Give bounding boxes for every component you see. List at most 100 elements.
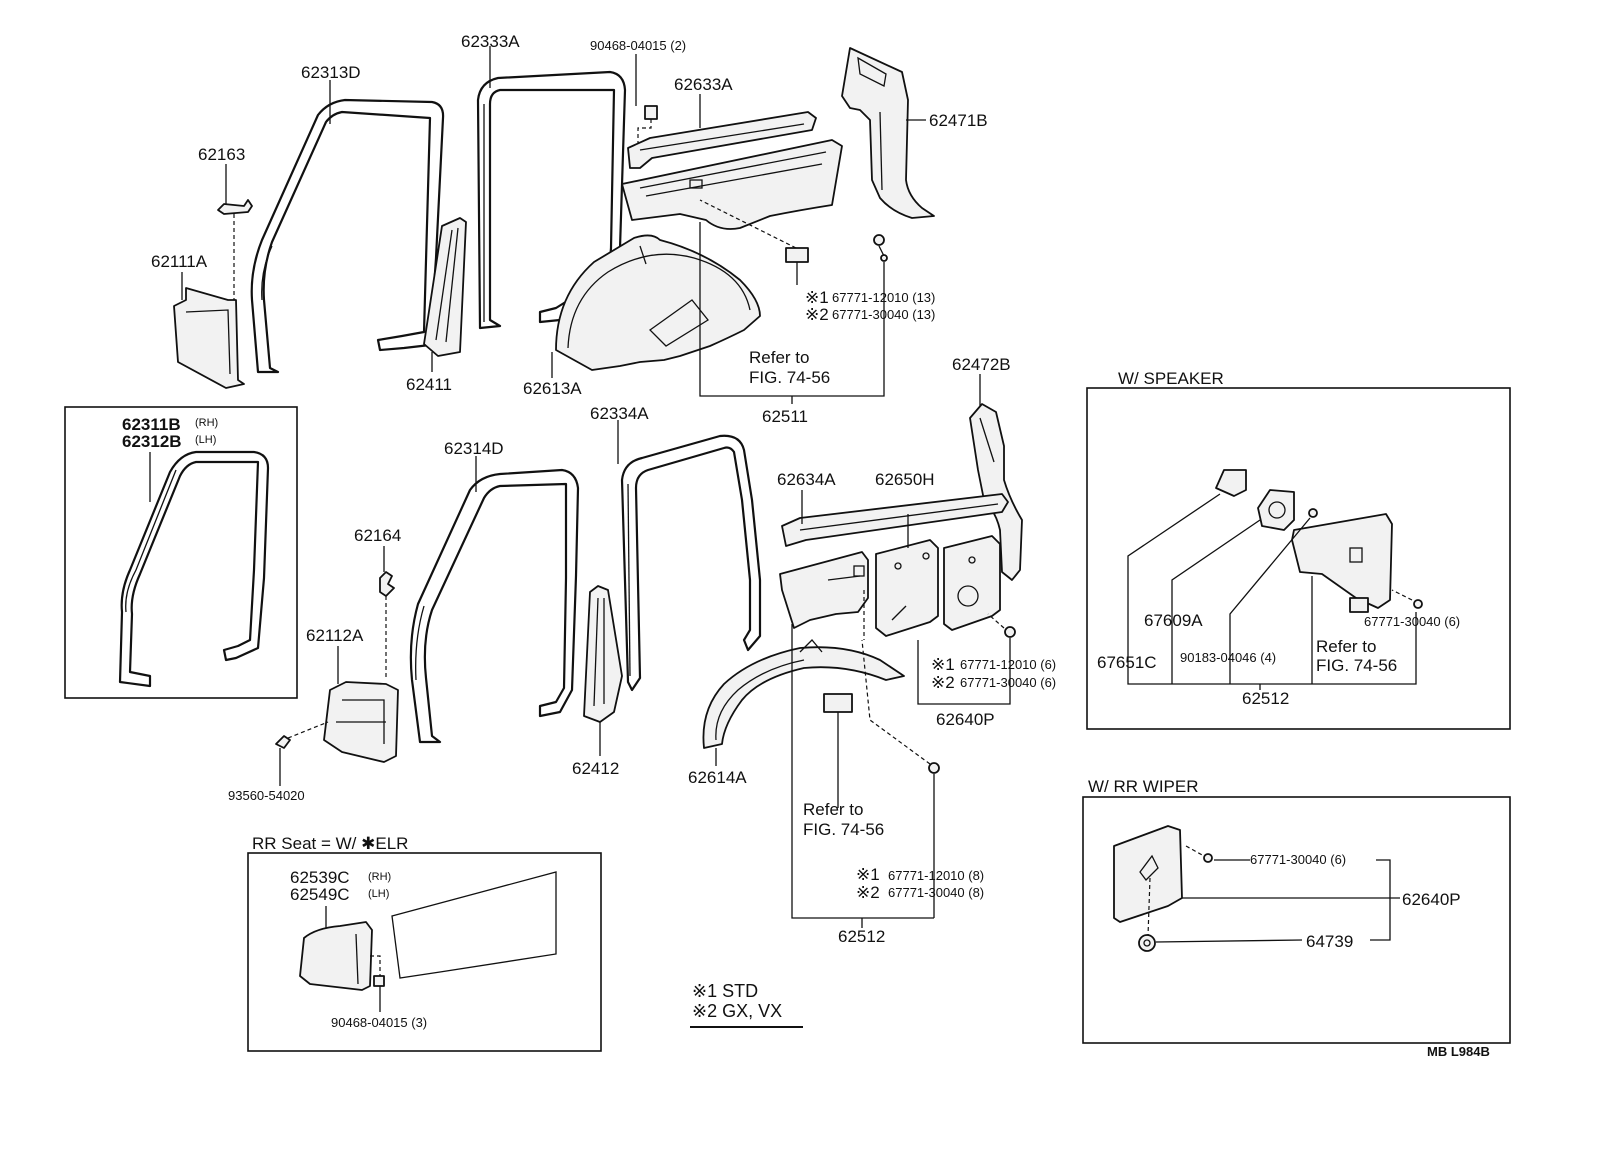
fig-ref-speaker: FIG. 74-56 xyxy=(1316,656,1398,675)
screw-90183 xyxy=(1308,508,1318,518)
refer-to-lower: Refer to xyxy=(803,800,864,819)
label-62633A: 62633A xyxy=(674,75,733,94)
label-62614A: 62614A xyxy=(688,768,747,787)
lead-90183 xyxy=(1229,517,1311,684)
label-67771-30040-8: 67771-30040 (8) xyxy=(888,885,985,900)
trim-62539C xyxy=(299,921,373,991)
seat-box-title: RR Seat = W/ ✱ELR xyxy=(252,834,409,853)
label-67771-12010-8: 67771-12010 (8) xyxy=(888,868,985,883)
label-62333A: 62333A xyxy=(461,32,520,51)
screw-67771-lower xyxy=(861,639,940,918)
label-67771-30040-6a: 67771-30040 (6) xyxy=(960,675,1057,690)
label-62634A: 62634A xyxy=(777,470,836,489)
label-62163: 62163 xyxy=(198,145,246,164)
label-90468-2: 90468-04015 (2) xyxy=(590,38,687,53)
bracket-62163 xyxy=(217,199,253,302)
label-62314D: 62314D xyxy=(444,439,504,458)
bracket-wiper xyxy=(1370,859,1391,941)
label-62472B: 62472B xyxy=(952,355,1011,374)
label-62111A: 62111A xyxy=(151,252,208,271)
bracket-62164 xyxy=(379,571,395,680)
screw-67771-upper xyxy=(873,234,888,262)
weatherstrip-62313D xyxy=(250,98,445,374)
label-67771-12010-6: 67771-12010 (6) xyxy=(960,657,1057,672)
grommet-64739 xyxy=(1138,934,1156,952)
label-67771-30040-6c: 67771-30040 (6) xyxy=(1250,852,1347,867)
clip-67771-upper xyxy=(699,199,809,285)
label-62112A: 62112A xyxy=(306,626,364,645)
fig-ref-upper: FIG. 74-56 xyxy=(749,368,831,387)
wheelhouse-62613A xyxy=(555,234,761,371)
box-speaker xyxy=(1086,387,1511,730)
box-rr-seat xyxy=(247,852,602,1052)
refer-to-speaker: Refer to xyxy=(1316,637,1377,656)
label-62312B: 62312B xyxy=(122,432,182,451)
lead-67609A xyxy=(1171,519,1261,684)
label-62311B: 62311B xyxy=(122,415,181,434)
label-lh-62312B: (LH) xyxy=(195,434,217,446)
label-67651C: 67651C xyxy=(1097,653,1157,672)
trim-panel-62511 xyxy=(621,139,843,230)
panel-wiper-62640P xyxy=(1113,825,1183,937)
panel-62640P-lower xyxy=(943,535,1001,631)
label-rh-62311B: (RH) xyxy=(195,417,219,429)
label-62640P-b: 62640P xyxy=(1402,890,1461,909)
label-62411: 62411 xyxy=(406,375,453,394)
mark-1-lower: ※1 xyxy=(856,865,880,884)
label-rh-62539C: (RH) xyxy=(368,871,392,883)
mark-2-upper: ※2 xyxy=(805,305,829,324)
label-62539C: 62539C xyxy=(290,868,350,887)
label-90183: 90183-04046 (4) xyxy=(1180,650,1277,665)
clip-90468 xyxy=(637,105,658,150)
pillar-trim-62471B xyxy=(841,47,935,219)
bracket-speaker xyxy=(1127,493,1417,685)
label-62412: 62412 xyxy=(572,759,620,778)
refer-to-upper: Refer to xyxy=(749,348,810,367)
panel-speaker-62512 xyxy=(1291,513,1393,609)
lead-64739 xyxy=(1155,939,1303,943)
label-64739: 64739 xyxy=(1306,932,1354,951)
weatherstrip-62314D xyxy=(409,468,580,744)
screw-93560 xyxy=(275,721,329,749)
speaker-grille-67651C xyxy=(1215,469,1247,497)
drawing-code: MB L984B xyxy=(1427,1044,1490,1059)
label-62640P-a: 62640P xyxy=(936,710,995,729)
mark-1-upper: ※1 xyxy=(805,288,829,307)
label-62471B: 62471B xyxy=(929,111,988,130)
screw-wiper-67771 xyxy=(1185,845,1213,863)
mark-2-lower: ※2 xyxy=(856,883,880,902)
label-62164: 62164 xyxy=(354,526,402,545)
label-62313D: 62313D xyxy=(301,63,361,82)
label-62511: 62511 xyxy=(762,407,809,426)
wheelhouse-62614A xyxy=(702,639,905,749)
weatherstrip-62311B xyxy=(118,450,270,688)
legend-gx-vx: ※2 GX, VX xyxy=(692,1001,783,1021)
pillar-garnish-62411 xyxy=(423,217,467,357)
box-rr-wiper xyxy=(1082,796,1511,1044)
speaker-67609A xyxy=(1257,489,1295,531)
mark-2-mid: ※2 xyxy=(931,673,955,692)
mark-1-mid: ※1 xyxy=(931,655,955,674)
label-67609A: 67609A xyxy=(1144,611,1203,630)
bracket-62512 xyxy=(791,624,934,919)
label-62650H: 62650H xyxy=(875,470,935,489)
box-62311B xyxy=(64,406,298,699)
wiper-box-title: W/ RR WIPER xyxy=(1088,777,1199,796)
label-62512-b: 62512 xyxy=(1242,689,1290,708)
panel-62112A xyxy=(323,681,399,763)
label-67771-30040-13: 67771-30040 (13) xyxy=(832,307,936,322)
label-62549C: 62549C xyxy=(290,885,350,904)
label-67771-12010-13: 67771-12010 (13) xyxy=(832,290,936,305)
label-62613A: 62613A xyxy=(523,379,582,398)
label-67771-30040-6b: 67771-30040 (6) xyxy=(1364,614,1461,629)
seatbelt-cover xyxy=(391,871,557,979)
label-90468-3: 90468-04015 (3) xyxy=(331,1015,428,1030)
rail-62634A xyxy=(781,493,1009,547)
label-62334A: 62334A xyxy=(590,404,649,423)
label-93560: 93560-54020 xyxy=(228,788,305,803)
clip-speaker-67771 xyxy=(1349,589,1423,613)
fig-ref-lower: FIG. 74-56 xyxy=(803,820,885,839)
panel-62650H xyxy=(875,539,939,637)
